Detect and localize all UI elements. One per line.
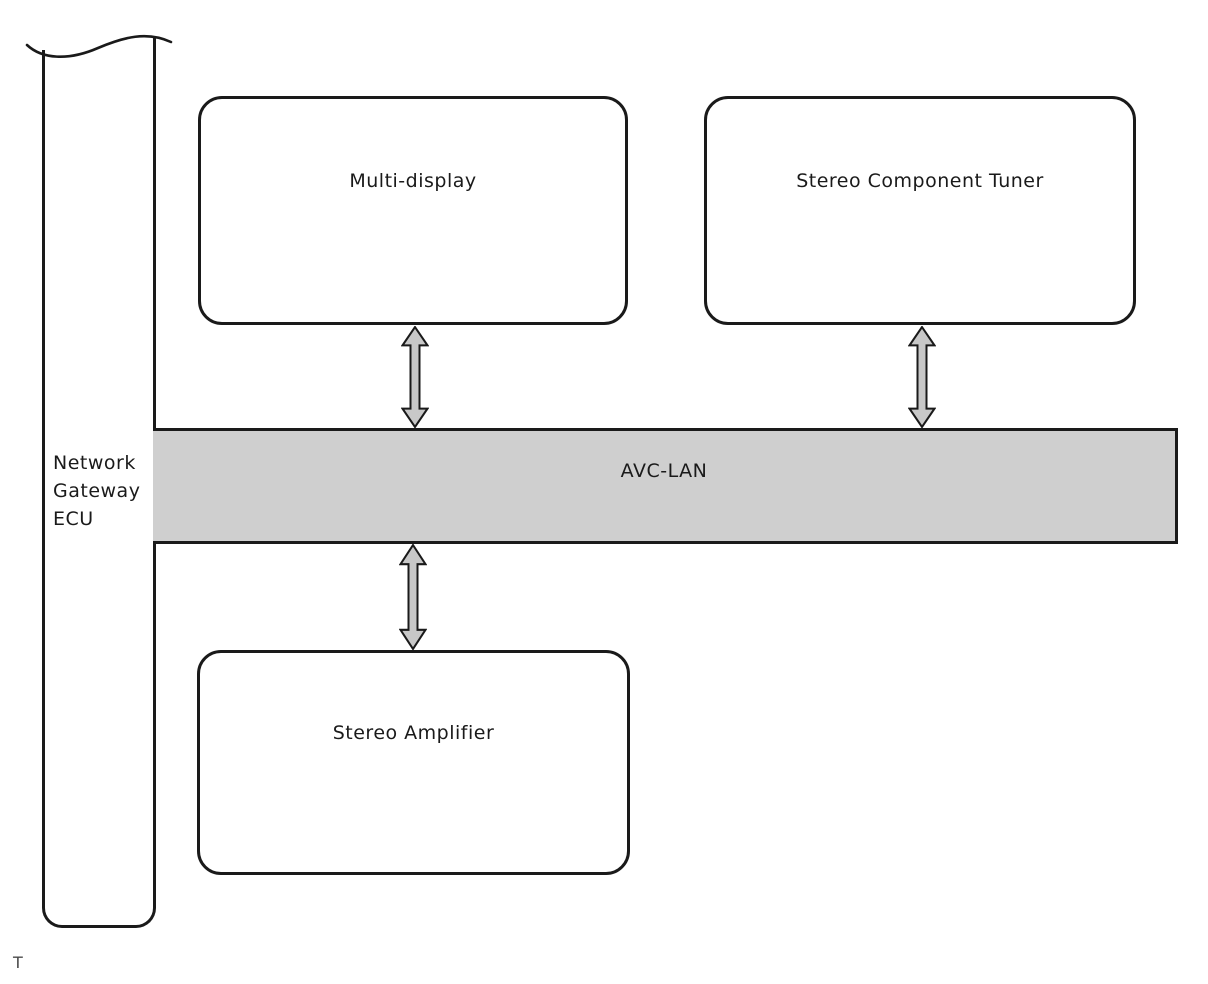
- node-stereo-component-tuner: Stereo Component Tuner: [704, 96, 1136, 325]
- node-multi-display: Multi-display: [198, 96, 628, 325]
- bus-label: AVC-LAN: [620, 460, 708, 482]
- double-arrow-icon-stereo-amplifier: [399, 544, 427, 650]
- node-label: Stereo Component Tuner: [796, 170, 1044, 192]
- gateway-label-line: Gateway: [53, 480, 141, 502]
- node-label: Stereo Amplifier: [332, 722, 495, 744]
- avc-lan-bus: AVC-LAN: [153, 428, 1178, 544]
- gateway-bar-left-edge: [42, 50, 45, 908]
- gateway-bar-bottom-cap: [42, 880, 156, 928]
- double-arrow-icon-stereo-component-tuner: [908, 326, 936, 428]
- break-wave-icon: [25, 34, 173, 59]
- gateway-label-line: ECU: [53, 508, 94, 530]
- footnote-marker: T: [13, 953, 23, 972]
- node-label: Multi-display: [349, 170, 477, 192]
- gateway-label: Network Gateway ECU: [53, 449, 153, 533]
- node-stereo-amplifier: Stereo Amplifier: [197, 650, 630, 875]
- double-arrow-icon-multi-display: [401, 326, 429, 428]
- gateway-label-line: Network: [53, 452, 136, 474]
